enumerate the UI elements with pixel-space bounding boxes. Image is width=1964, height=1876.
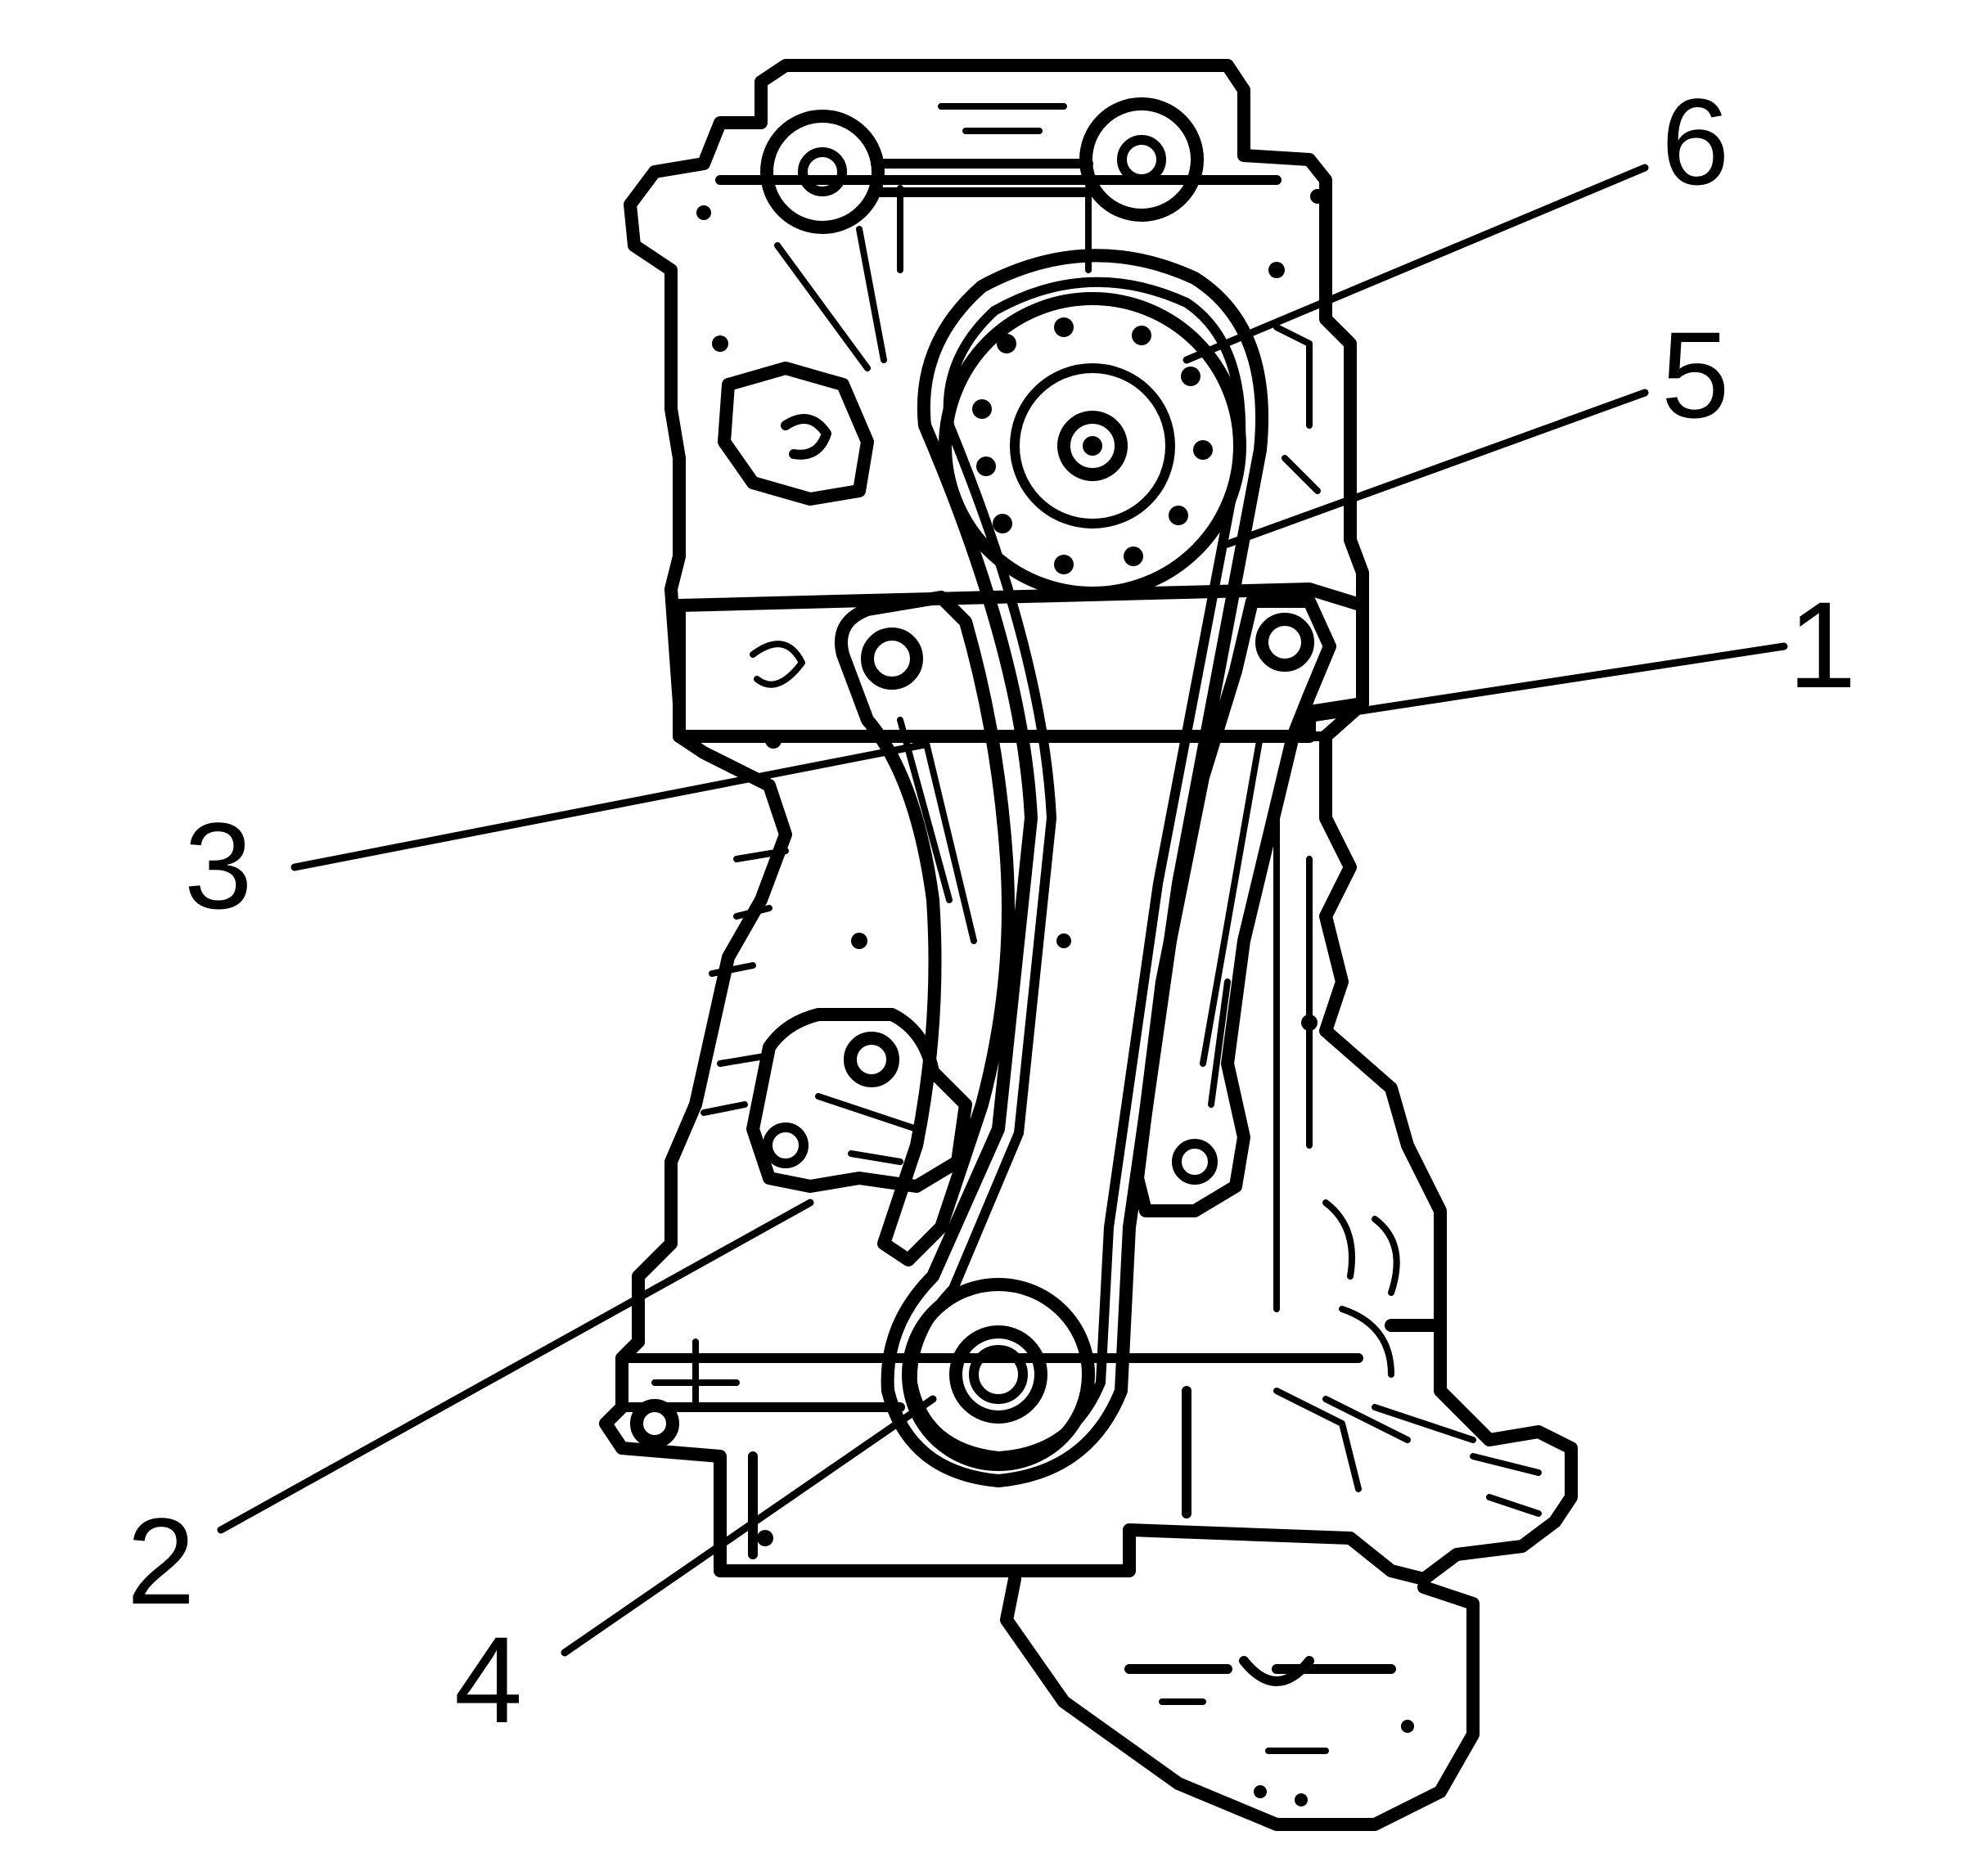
- chain-tensioner: [746, 1008, 972, 1193]
- oil-pan: [1000, 1572, 1480, 1831]
- callout-5: 5: [1661, 306, 1729, 443]
- leader-line-3: [291, 740, 929, 871]
- lower-crankcase: [599, 1306, 1578, 1586]
- leader-line-2: [217, 1199, 814, 1534]
- callout-2: 2: [127, 1492, 195, 1630]
- crankshaft-sprocket: [902, 1278, 1095, 1471]
- leader-line-5: [1223, 389, 1649, 548]
- leader-line-1: [1297, 642, 1788, 724]
- callout-4: 4: [454, 1611, 522, 1748]
- leader-line-4: [561, 1395, 937, 1657]
- leader-line-6: [1182, 164, 1649, 364]
- cylinder-block: [632, 583, 1447, 1348]
- callout-1: 1: [1788, 576, 1856, 713]
- cylinder-head: [624, 59, 1369, 743]
- camshaft-sprocket: [939, 292, 1246, 600]
- leader-lines: [217, 164, 1788, 1657]
- callout-3: 3: [184, 797, 252, 934]
- callout-6: 6: [1661, 73, 1729, 210]
- callout-labels: 1 2 3 4 5 6: [127, 73, 1856, 1748]
- chain-guide: [1131, 595, 1336, 1217]
